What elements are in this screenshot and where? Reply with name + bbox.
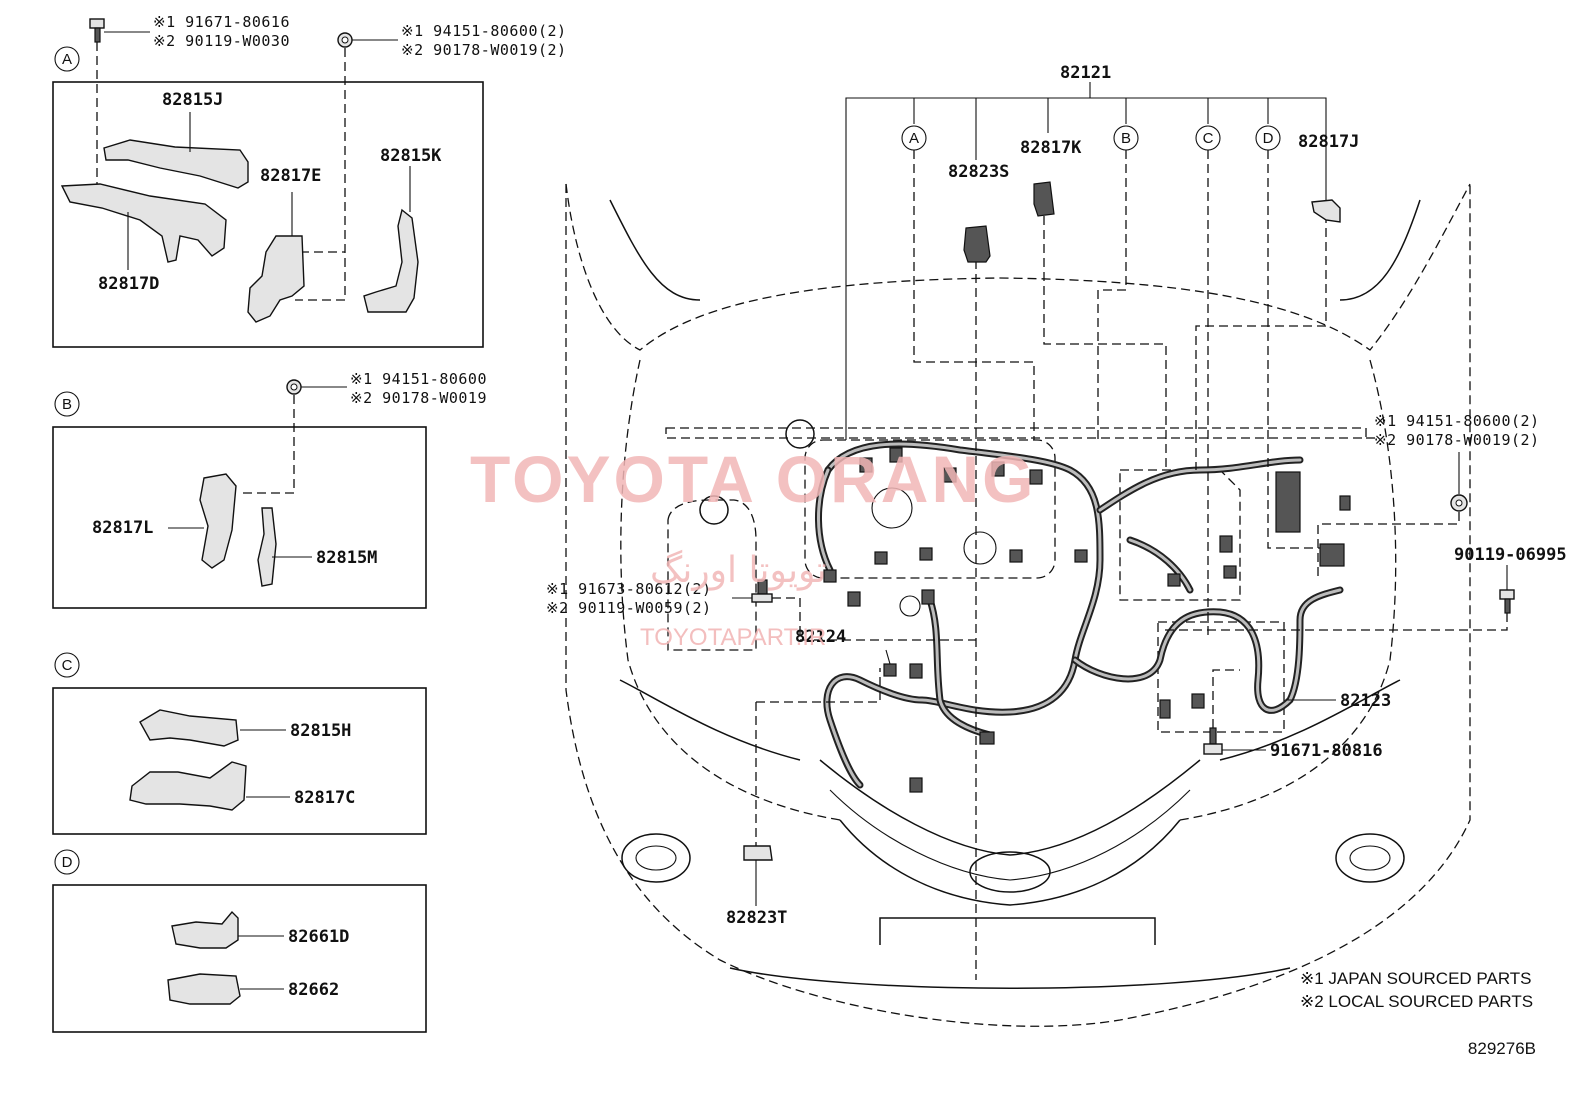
part-82817j-shape <box>1311 199 1341 223</box>
main-callout-b: B <box>1121 130 1131 147</box>
inset-a-part-82815k: 82815K <box>380 146 442 166</box>
inset-b-nut-note-1: ※1 94151-80600 <box>350 370 487 388</box>
note-left-2: ※2 90119-W0059(2) <box>546 599 712 617</box>
inset-b: B ※1 94151-80600 ※2 90178-W0019 82817L 8… <box>52 370 487 609</box>
emblem-icon <box>969 851 1051 893</box>
nut-icon <box>1450 494 1468 512</box>
nut-icon <box>337 32 398 48</box>
inset-a-bolt-note-1: ※1 91671-80616 <box>153 13 290 31</box>
part-82815h-shape <box>139 709 239 747</box>
inset-a-part-82815j: 82815J <box>162 90 223 110</box>
main-callout-a: A <box>909 130 919 147</box>
part-82817l-shape <box>199 473 237 569</box>
nut-icon <box>286 379 347 395</box>
label-82817k: 82817K <box>1020 138 1082 158</box>
part-82661d-shape <box>171 910 239 949</box>
wire-harness-82121 <box>815 440 1351 793</box>
label-82124: 82124 <box>795 627 846 647</box>
note-left-1: ※1 91673-80612(2) <box>546 580 712 598</box>
inset-b-letter: B <box>62 396 72 413</box>
inset-d: D 82661D 82662 <box>52 849 427 1033</box>
bolt-icon <box>89 18 150 43</box>
part-82815k-shape <box>363 208 419 313</box>
inset-b-part-82815m: 82815M <box>316 548 377 568</box>
inset-d-part-82661d: 82661D <box>288 927 349 947</box>
note-right-2: ※2 90178-W0019(2) <box>1374 431 1540 449</box>
main-labels: 82121 82817K 82823S 82817J 82124 82123 8… <box>546 63 1567 928</box>
inset-d-frame <box>52 884 427 1033</box>
legend-line-1: ※1 JAPAN SOURCED PARTS <box>1300 969 1532 988</box>
part-82823t-shape <box>743 845 773 861</box>
note-right-1: ※1 94151-80600(2) <box>1374 412 1540 430</box>
label-82123: 82123 <box>1340 691 1391 711</box>
main-leaders: A B C D <box>732 82 1515 980</box>
inset-b-nut-note-2: ※2 90178-W0019 <box>350 389 487 407</box>
inset-a-nut-note-2: ※2 90178-W0019(2) <box>401 41 567 59</box>
part-82817k-shape <box>1033 181 1055 217</box>
inset-c: C 82815H 82817C <box>52 652 427 835</box>
part-82817d-shape <box>60 183 227 263</box>
label-82121: 82121 <box>1060 63 1111 83</box>
fog-lamp-right-icon <box>1335 833 1405 883</box>
part-82817e-shape <box>247 235 305 323</box>
reservoir-cap-icon <box>785 419 815 449</box>
watermark-main: TOYOTA ORANG <box>470 442 1036 516</box>
inset-a-part-82817d: 82817D <box>98 274 159 294</box>
watermark: TOYOTA ORANG تويوتا اورنگ TOYOTAPART.IR <box>470 442 1036 651</box>
inset-d-part-82662: 82662 <box>288 980 339 1000</box>
watermark-site: TOYOTAPART.IR <box>640 624 826 651</box>
inset-a: A ※1 91671-80616 ※2 90119-W0030 ※1 94151… <box>52 13 567 348</box>
part-82815m-shape <box>257 507 277 587</box>
inset-c-letter: C <box>62 657 73 674</box>
inset-a-letter: A <box>62 51 72 68</box>
legend: ※1 JAPAN SOURCED PARTS ※2 LOCAL SOURCED … <box>1300 969 1536 1058</box>
main-callout-d: D <box>1263 130 1274 147</box>
label-91671-80816: 91671-80816 <box>1270 741 1383 761</box>
inset-d-letter: D <box>62 854 73 871</box>
inset-b-part-82817l: 82817L <box>92 518 153 538</box>
main-callout-c: C <box>1203 130 1214 147</box>
fog-lamp-left-icon <box>621 833 691 883</box>
inset-a-bolt-note-2: ※2 90119-W0030 <box>153 32 290 50</box>
vehicle-engine-bay <box>565 183 1471 1027</box>
legend-line-2: ※2 LOCAL SOURCED PARTS <box>1300 992 1533 1011</box>
watermark-arabic: تويوتا اورنگ <box>650 549 827 591</box>
part-82823s-shape <box>963 225 991 263</box>
inset-c-part-82815h: 82815H <box>290 721 351 741</box>
inset-a-part-82817e: 82817E <box>260 166 321 186</box>
inset-b-frame <box>52 426 427 609</box>
part-82815j-shape <box>103 139 249 189</box>
engine-cover-outline <box>804 439 1056 579</box>
inset-a-frame <box>52 81 484 348</box>
diagram-id: 829276B <box>1468 1039 1536 1058</box>
label-82823s: 82823S <box>948 162 1009 182</box>
bolt-icon <box>1499 589 1515 614</box>
inset-c-frame <box>52 687 427 835</box>
inset-a-nut-note-1: ※1 94151-80600(2) <box>401 22 567 40</box>
label-82817j: 82817J <box>1298 132 1359 152</box>
label-90119-06995: 90119-06995 <box>1454 545 1567 565</box>
part-82817c-shape <box>129 761 247 811</box>
inset-c-part-82817c: 82817C <box>294 788 355 808</box>
label-82823t: 82823T <box>726 908 787 928</box>
part-82662-shape <box>167 973 241 1005</box>
